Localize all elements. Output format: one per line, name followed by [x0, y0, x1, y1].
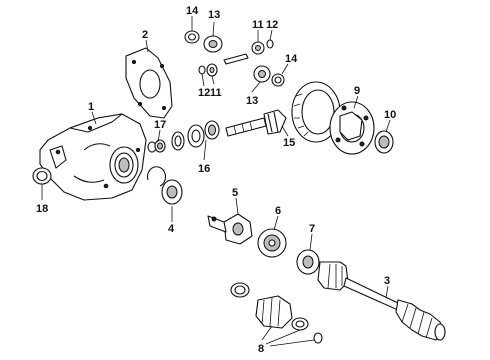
callout-13-top: 13	[208, 9, 220, 21]
callout-11-top: 11	[252, 19, 264, 31]
callout-15: 15	[283, 137, 295, 149]
callout-9: 9	[354, 85, 360, 97]
callout-labels: 1 2 3 4 5 6 7 8 9 10 11 11 12 12 13 13 1…	[36, 5, 396, 355]
callout-5: 5	[232, 187, 238, 199]
cv-inner-7	[296, 249, 320, 275]
callout-3: 3	[384, 275, 390, 287]
flange-5	[207, 213, 253, 245]
differential-housing	[39, 113, 147, 201]
callout-12-left: 12	[198, 87, 210, 99]
side-bearing-10	[374, 130, 394, 154]
boot-kit-8	[230, 282, 323, 344]
thrust-washer-12-top	[266, 39, 274, 49]
pinion-bearing-17	[147, 139, 166, 153]
callout-11-left: 11	[210, 87, 222, 99]
seal-18	[32, 167, 52, 185]
callout-12-top: 12	[266, 19, 278, 31]
pinion-gear-11-top	[251, 41, 265, 55]
callout-7: 7	[309, 223, 315, 235]
callout-18: 18	[36, 203, 48, 215]
snap-ring-and-bearing-4	[146, 166, 183, 205]
callout-8: 8	[258, 343, 264, 355]
thrust-washer-12-left	[198, 65, 206, 75]
pinion-gear-11-left	[206, 63, 218, 77]
washer-14-top	[184, 30, 200, 44]
ring-gear-15	[291, 81, 341, 143]
axle-shaft-3	[317, 261, 446, 341]
callout-1: 1	[88, 101, 94, 113]
cross-pin	[223, 53, 249, 65]
callout-14-right: 14	[285, 53, 298, 65]
callout-2: 2	[142, 29, 148, 41]
callout-13-mid: 13	[246, 95, 258, 107]
washer-14-right	[271, 73, 285, 87]
callout-14-top: 14	[186, 5, 199, 17]
callout-10: 10	[384, 109, 396, 121]
callout-17: 17	[154, 119, 166, 131]
leader-lines	[41, 16, 391, 347]
drive-pinion-16	[225, 109, 287, 137]
callout-4: 4	[168, 223, 175, 235]
side-gear-13-mid	[253, 65, 271, 83]
pinion-spacers	[171, 120, 220, 151]
cv-joint-6	[257, 228, 287, 258]
callout-6: 6	[275, 205, 281, 217]
callout-16: 16	[198, 163, 210, 175]
carrier-cover	[125, 47, 173, 119]
differential-case-9	[329, 101, 375, 155]
side-gear-13-top	[203, 35, 223, 53]
